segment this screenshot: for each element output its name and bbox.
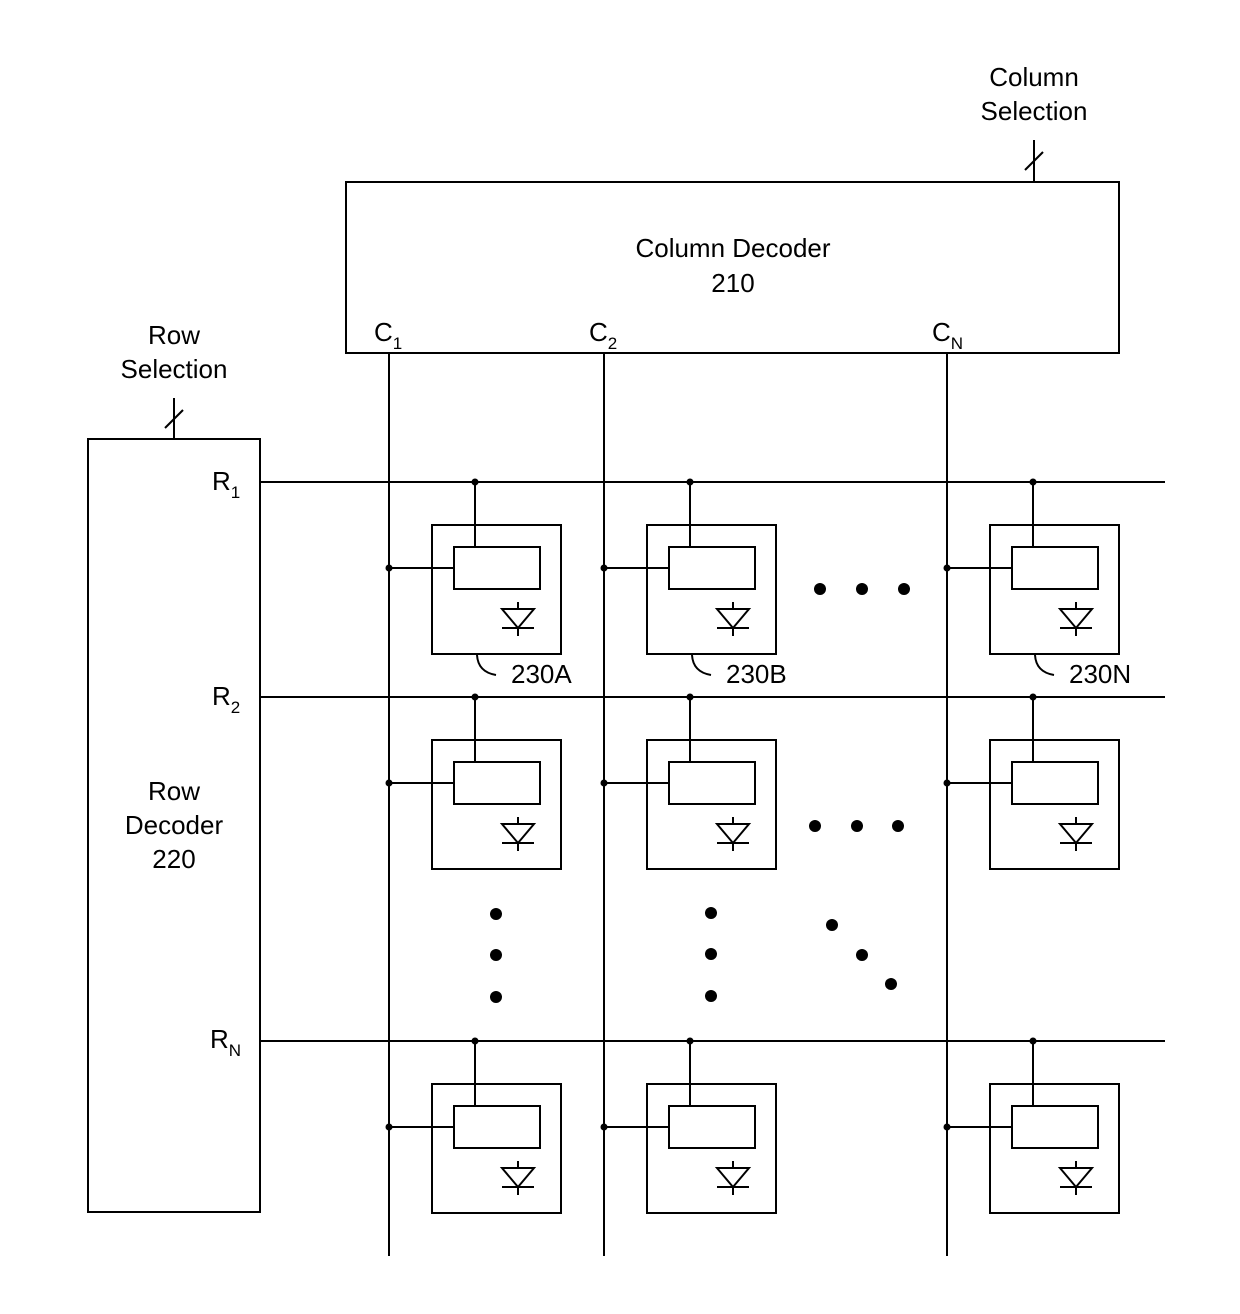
pixel-cell-r1-cn [944, 479, 1120, 655]
pixel-ref-230n: 230N [1069, 659, 1131, 689]
row-junction-dot [687, 694, 694, 701]
leader-230a [477, 655, 496, 675]
column-junction-dot [386, 1124, 393, 1131]
ellipsis-horizontal-row-1 [814, 583, 910, 595]
column-junction-dot [386, 565, 393, 572]
column-selection-label-1: Column [989, 62, 1079, 92]
pixel-ref-230b: 230B [726, 659, 787, 689]
row-decoder-line-1: Row [148, 776, 200, 806]
pixel-ref-230a: 230A [511, 659, 572, 689]
pixel-cell-rn-c2 [601, 1038, 777, 1214]
pixel-circuit-block [669, 762, 755, 804]
pixel-circuit-block [1012, 762, 1098, 804]
row-junction-dot [687, 1038, 694, 1045]
pixel-circuit-block [1012, 1106, 1098, 1148]
row-junction-dot [1030, 1038, 1037, 1045]
ellipsis-diagonal [826, 919, 897, 990]
column-junction-dot [601, 1124, 608, 1131]
column-decoder-ref: 210 [711, 268, 754, 298]
column-junction-dot [944, 780, 951, 787]
pixel-cell-r1-c1 [386, 479, 562, 655]
leader-230b [692, 655, 711, 675]
pixel-circuit-block [454, 547, 540, 589]
pixel-cell-rn-cn [944, 1038, 1120, 1214]
pixel-circuit-block [454, 1106, 540, 1148]
pixel-cell-r2-cn [944, 694, 1120, 870]
column-junction-dot [944, 1124, 951, 1131]
row-junction-dot [472, 694, 479, 701]
row-decoder-ref: 220 [152, 844, 195, 874]
column-junction-dot [386, 780, 393, 787]
ellipsis-vertical-column-2 [705, 907, 717, 1002]
column-junction-dot [601, 565, 608, 572]
row-decoder-line-2: Decoder [125, 810, 224, 840]
pixel-cell-r2-c2 [601, 694, 777, 870]
row-selection-label-2: Selection [121, 354, 228, 384]
pixel-circuit-block [454, 762, 540, 804]
leader-230n [1035, 655, 1054, 675]
pixel-circuit-block [1012, 547, 1098, 589]
row-junction-dot [472, 479, 479, 486]
row-junction-dot [1030, 694, 1037, 701]
row-junction-dot [472, 1038, 479, 1045]
pixel-cells [386, 479, 1120, 1214]
column-junction-dot [601, 780, 608, 787]
row-junction-dot [687, 479, 694, 486]
row-junction-dot [1030, 479, 1037, 486]
pixel-circuit-block [669, 547, 755, 589]
column-selection-label-2: Selection [981, 96, 1088, 126]
row-selection-label-1: Row [148, 320, 200, 350]
ellipsis-vertical-column-1 [490, 908, 502, 1003]
pixel-cell-rn-c1 [386, 1038, 562, 1214]
pixel-cell-r1-c2 [601, 479, 777, 655]
column-junction-dot [944, 565, 951, 572]
ellipsis-horizontal-row-2 [809, 820, 904, 832]
pixel-circuit-block [669, 1106, 755, 1148]
column-decoder-title: Column Decoder [635, 233, 830, 263]
pixel-cell-r2-c1 [386, 694, 562, 870]
